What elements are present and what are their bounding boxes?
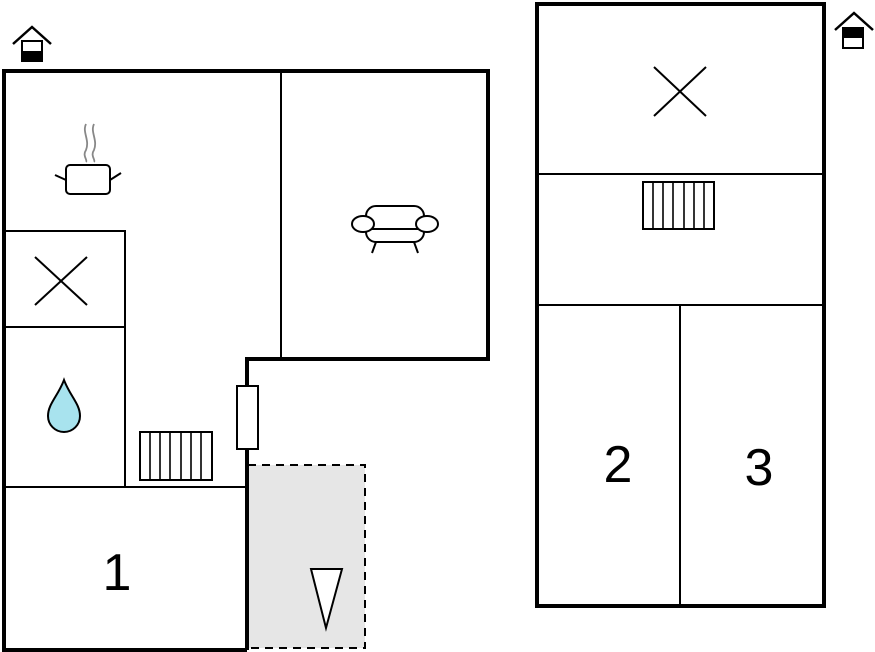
- window-icon: [236, 385, 259, 450]
- upper-floor: 2 3: [535, 2, 826, 608]
- terrace: [247, 464, 366, 649]
- radiator-icon: [139, 431, 213, 481]
- floor-level-upper-icon: [834, 11, 874, 49]
- room-label-1: 1: [103, 544, 132, 602]
- cross-icon: [34, 256, 88, 306]
- wall-wc: [4, 230, 126, 487]
- cooking-pot-icon: [54, 123, 122, 195]
- sofa-icon: [351, 205, 439, 254]
- water-drop-icon: [46, 377, 82, 433]
- room-label-2: 2: [604, 436, 633, 494]
- radiator-icon: [642, 181, 715, 230]
- room-label-3: 3: [745, 439, 774, 497]
- ground-floor: 1: [2, 69, 490, 652]
- floor-level-ground-icon: [12, 25, 52, 62]
- entrance-triangle-icon: [309, 568, 344, 632]
- cross-icon: [653, 66, 707, 117]
- ground-floor-outer-wall: [2, 69, 490, 652]
